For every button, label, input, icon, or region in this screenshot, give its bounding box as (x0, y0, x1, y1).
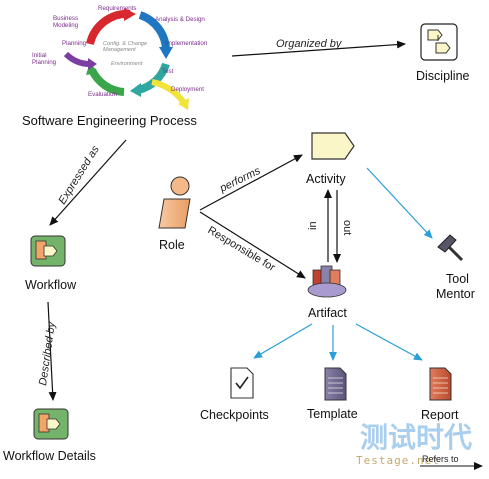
cycle-test: Test (162, 68, 174, 75)
organized-by-arrow (231, 40, 406, 57)
tool-mentor-label-line2: Mentor (436, 287, 475, 301)
organized-by-label: Organized by (276, 38, 343, 50)
to-report-arrow (355, 323, 423, 361)
cycle-requirements: Requirements (98, 5, 137, 12)
cycle-planning: Planning (62, 40, 87, 47)
to-checkpoints-arrow (253, 323, 313, 359)
refers-to-label: Refers to (422, 454, 459, 464)
cycle-evaluation: Evaluation (88, 91, 117, 98)
checkpoints-icon (230, 367, 254, 399)
template-icon (324, 367, 347, 401)
cycle-deployment: Deployment (171, 86, 204, 93)
process-cycle-icon (63, 8, 189, 110)
process-label: Software Engineering Process (22, 113, 197, 128)
described-by-arrow (47, 301, 57, 401)
tool-mentor-label-line1: Tool (446, 272, 469, 286)
checkpoints-label: Checkpoints (200, 408, 269, 422)
report-icon (429, 367, 452, 401)
watermark-en: Testage.net (356, 454, 440, 467)
workflow-details-icon (33, 408, 69, 440)
activity-icon (311, 132, 355, 160)
hammer-icon (437, 234, 464, 262)
described-by-label: Described by (37, 320, 58, 387)
report-label: Report (421, 408, 459, 422)
out-label: out (341, 220, 353, 235)
workflow-label: Workflow (25, 278, 77, 292)
workflow-details-label: Workflow Details (3, 449, 96, 463)
cycle-labels: Requirements Analysis & Design Implement… (32, 5, 208, 98)
workflow-icon (30, 235, 66, 267)
discipline-icon (420, 23, 458, 61)
expressed-as-arrow (49, 139, 127, 226)
tool-mentor-arrow (366, 167, 433, 239)
discipline-label: Discipline (416, 69, 470, 83)
activity-label: Activity (306, 172, 346, 186)
cycle-analysis-design: Analysis & Design (155, 16, 205, 23)
watermark: 测试时代 Testage.net Refers to (352, 420, 489, 479)
artifact-label: Artifact (308, 306, 347, 320)
watermark-cn: 测试时代 (360, 421, 472, 454)
responsible-for-arrow (199, 211, 306, 279)
in-label: in (307, 221, 319, 230)
role-label: Role (159, 238, 185, 252)
artifact-icon (307, 265, 347, 298)
role-icon (158, 176, 191, 229)
responsible-for-label: Responsible for (205, 224, 277, 274)
performs-arrow (199, 154, 303, 211)
cycle-environment: Environment (111, 61, 143, 67)
template-label: Template (307, 407, 358, 421)
cycle-implementation: Implementation (165, 40, 208, 47)
